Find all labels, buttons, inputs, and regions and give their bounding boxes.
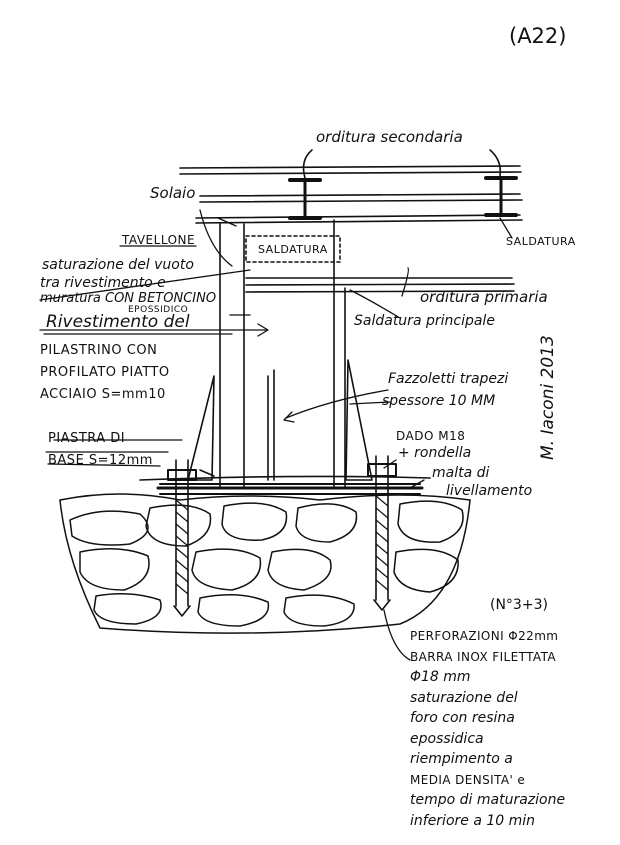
- sheet-id: (A22): [509, 24, 567, 48]
- label-solaio: Solaio: [150, 184, 196, 202]
- signature: M. Iaconi 2013: [538, 335, 558, 460]
- label-saturazione-3: muratura CON BETONCINO: [40, 291, 217, 306]
- label-underlines: [43, 245, 233, 453]
- mortar-line: [139, 475, 431, 481]
- label-saturazione-4: EPOSSIDICO: [128, 305, 189, 315]
- label-orditura-secondaria: orditura secondaria: [316, 128, 463, 146]
- label-malta-2: livellamento: [446, 483, 533, 499]
- note-line: inferiore a 10 min: [410, 812, 536, 829]
- note-line: MEDIA DENSITA' e: [410, 772, 526, 787]
- base-plate: [156, 483, 424, 495]
- label-saldatura-left: SALDATURA: [258, 243, 328, 256]
- leader-orditura-secondaria-2: [489, 149, 502, 177]
- label-rivestimento: Rivestimento del: [46, 312, 190, 332]
- label-saturazione-2: tra rivestimento e: [40, 275, 166, 291]
- label-saldatura-principale: Saldatura principale: [354, 313, 495, 329]
- label-dado-2: + rondella: [398, 445, 472, 461]
- label-orditura-primaria: orditura primaria: [420, 288, 548, 306]
- note-line: riempimento a: [410, 751, 513, 767]
- note-line: epossidica: [410, 730, 484, 747]
- gusset-right: [345, 359, 373, 481]
- note-line: Φ18 mm: [410, 669, 471, 685]
- label-tavellone: TAVELLONE: [122, 233, 196, 247]
- label-saldatura-right: SALDATURA: [506, 235, 576, 248]
- note-line: tempo di maturazione: [410, 792, 566, 808]
- column: [219, 219, 346, 489]
- label-piastra-2: BASE S=12mm: [48, 453, 153, 468]
- saldatura-box: [245, 235, 341, 263]
- label-count-note: (N°3+3): [490, 597, 548, 613]
- label-piastra-1: PIASTRA DI: [48, 431, 126, 446]
- label-saturazione-1: saturazione del vuoto: [42, 257, 194, 273]
- label-pilastrino-1: PILASTRINO CON: [40, 343, 158, 358]
- stone-masonry: [59, 493, 471, 634]
- anchor-bar-left: [167, 459, 197, 617]
- note-line: foro con resina: [410, 710, 515, 726]
- gusset-left: [187, 375, 215, 481]
- solaio-layers: [179, 165, 523, 293]
- label-pilastrino-3: ACCIAIO S=mm10: [40, 387, 166, 402]
- leader-lines: [39, 209, 513, 661]
- label-fazzoletti-1: Fazzoletti trapezi: [388, 371, 509, 387]
- label-dado-1: DADO M18: [396, 429, 466, 443]
- anchor-bar-right: [367, 455, 397, 611]
- label-pilastrino-2: PROFILATO PIATTO: [40, 365, 170, 380]
- secondary-beam-right: [484, 176, 518, 217]
- secondary-beam-left: [288, 178, 322, 220]
- note-line: saturazione del: [410, 689, 518, 706]
- label-fazzoletti-2: spessore 10 MM: [382, 393, 496, 409]
- label-malta-1: malta di: [432, 465, 490, 481]
- leader-orditura-secondaria: [302, 149, 313, 179]
- note-line: PERFORAZIONI Φ22mm: [410, 629, 559, 643]
- note-line: BARRA INOX FILETTATA: [410, 649, 556, 664]
